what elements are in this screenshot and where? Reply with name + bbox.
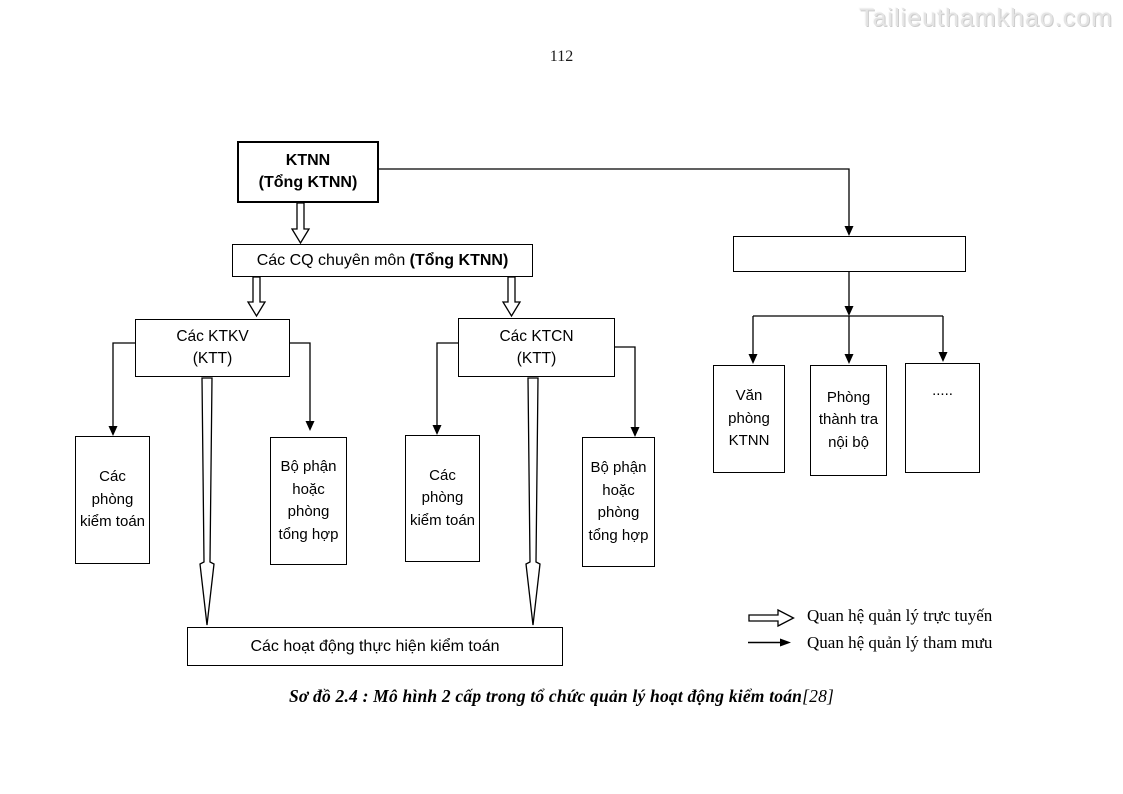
box-ktnn: KTNN (Tổng KTNN) — [237, 141, 379, 203]
box-tham-muu-parent — [733, 236, 966, 272]
cq-text-normal: Các CQ chuyên môn — [256, 251, 410, 269]
box-hoat-dong-kiem-toan: Các hoạt động thực hiện kiểm toán — [187, 627, 563, 666]
arrowhead-dots — [938, 352, 948, 362]
hollow-arrow-cq-to-ktkv — [246, 276, 267, 318]
box-ktnn-line1: KTNN — [285, 152, 331, 169]
arrowhead-thammuu-split — [844, 306, 854, 316]
box-van-phong-ktnn: Văn phòng KTNN — [713, 365, 785, 473]
caption-main: Sơ đồ 2.4 : Mô hình 2 cấp trong tổ chức … — [288, 686, 803, 706]
caption-reference: [28] — [802, 686, 835, 706]
legend-hollow-arrow-icon — [748, 608, 795, 628]
connector-ktcn-left — [436, 342, 459, 426]
connector-ktkv-right — [289, 342, 311, 422]
box-ktkv: Các KTKV (KTT) — [135, 319, 290, 377]
box-cq-chuyen-mon: Các CQ chuyên môn (Tổng KTNN) — [232, 244, 533, 277]
diagram-caption-text: Sơ đồ 2.4 : Mô hình 2 cấp trong tổ chức … — [289, 686, 834, 706]
watermark: Tailieuthamkhao.com — [859, 4, 1113, 32]
connector-ktnn-to-thammuu — [378, 168, 850, 227]
arrowhead-bptg-ktcn — [630, 427, 640, 437]
arrowhead-pkt-ktkv — [108, 426, 118, 436]
hollow-arrow-ktcn-to-hoatdong — [525, 377, 541, 626]
legend-solid-arrow-head — [780, 638, 791, 647]
box-ktcn-line2: (KTT) — [516, 349, 557, 367]
arrowhead-vanphong — [748, 354, 758, 364]
box-phong-kiem-toan-ktcn: Các phòng kiểm toán — [405, 435, 480, 562]
box-ktkv-line1: Các KTKV — [176, 328, 249, 345]
connector-ktkv-left — [112, 342, 136, 427]
arrowhead-bptg-ktkv — [305, 421, 315, 431]
box-ktcn: Các KTCN (KTT) — [458, 318, 615, 377]
cq-text-bold: (Tổng KTNN) — [409, 251, 509, 269]
hollow-arrow-ktnn-to-cq — [290, 202, 311, 245]
legend-label-tham-muu: Quan hệ quản lý tham mưu — [807, 633, 993, 652]
box-ktkv-line2: (KTT) — [192, 350, 233, 367]
box-bo-phan-tong-hop-ktkv: Bộ phận hoặc phòng tổng hợp — [270, 437, 347, 565]
diagram-caption: Sơ đồ 2.4 : Mô hình 2 cấp trong tổ chức … — [0, 686, 1123, 707]
box-cq-chuyen-mon-label: Các CQ chuyên môn (Tổng KTNN) — [257, 250, 509, 272]
page-number: 112 — [549, 48, 574, 65]
hollow-arrow-ktkv-to-hoatdong — [199, 377, 215, 626]
hollow-arrow-cq-to-ktcn — [501, 276, 522, 318]
box-bo-phan-tong-hop-ktcn: Bộ phận hoặc phòng tổng hợp — [582, 437, 655, 567]
box-phong-kiem-toan-ktkv: Các phòng kiểm toán — [75, 436, 150, 564]
box-ktcn-line1: Các KTCN — [499, 327, 574, 345]
box-thanh-tra-noi-bo: Phòng thành tra nội bộ — [810, 365, 887, 476]
arrowhead-thanhtra — [844, 354, 854, 364]
box-dots: ..... — [905, 363, 980, 473]
arrowhead-thammuu-box — [844, 226, 854, 236]
connector-ktcn-right — [614, 346, 636, 428]
arrowhead-pkt-ktcn — [432, 425, 442, 435]
legend-label-truc-tuyen: Quan hệ quản lý trực tuyến — [807, 606, 993, 625]
box-ktnn-line2: (Tổng KTNN) — [258, 174, 358, 191]
